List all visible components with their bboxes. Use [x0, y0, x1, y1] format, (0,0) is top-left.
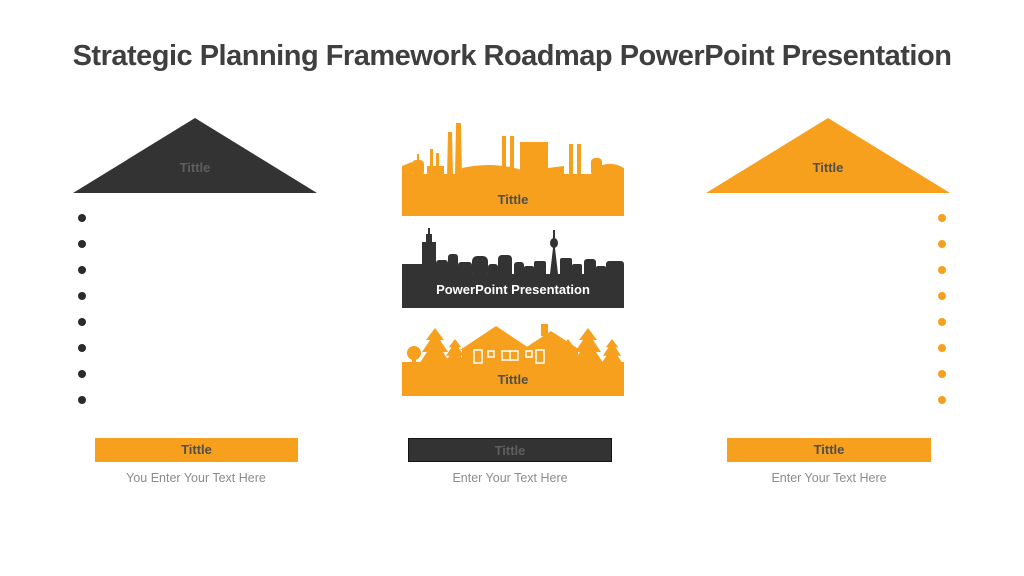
dot — [938, 396, 946, 404]
right-dots-column — [938, 214, 946, 404]
right-bottom-bar: Tittle — [727, 438, 931, 462]
dot — [78, 214, 86, 222]
middle-caption: Enter Your Text Here — [452, 471, 568, 485]
slide-title: Strategic Planning Framework Roadmap Pow… — [72, 40, 952, 72]
dot — [78, 292, 86, 300]
dot — [78, 318, 86, 326]
left-dots-column — [78, 214, 86, 404]
factory-label: Tittle — [497, 192, 529, 207]
triangle-icon — [73, 118, 317, 193]
city-label: PowerPoint Presentation — [436, 282, 590, 297]
dot — [78, 344, 86, 352]
dot — [938, 344, 946, 352]
right-caption: Enter Your Text Here — [771, 471, 887, 485]
triangle-icon — [706, 118, 950, 193]
dot — [938, 292, 946, 300]
dot — [78, 396, 86, 404]
left-caption: You Enter Your Text Here — [126, 471, 266, 485]
left-triangle-shape — [73, 118, 317, 193]
dot — [938, 370, 946, 378]
middle-bottom-bar: Tittle — [408, 438, 612, 462]
dot — [938, 318, 946, 326]
dot — [78, 266, 86, 274]
dot — [938, 240, 946, 248]
houses-icon — [402, 322, 624, 396]
dot — [938, 214, 946, 222]
houses-label: Tittle — [497, 372, 529, 387]
dot — [78, 240, 86, 248]
right-triangle-label: Tittle — [812, 160, 844, 175]
city-skyline-icon — [402, 228, 624, 308]
dot — [938, 266, 946, 274]
dot — [78, 370, 86, 378]
factory-skyline-icon — [402, 116, 624, 216]
right-triangle-shape — [706, 118, 950, 193]
left-triangle-label: Tittle — [179, 160, 211, 175]
left-bottom-bar: Tittle — [95, 438, 298, 462]
